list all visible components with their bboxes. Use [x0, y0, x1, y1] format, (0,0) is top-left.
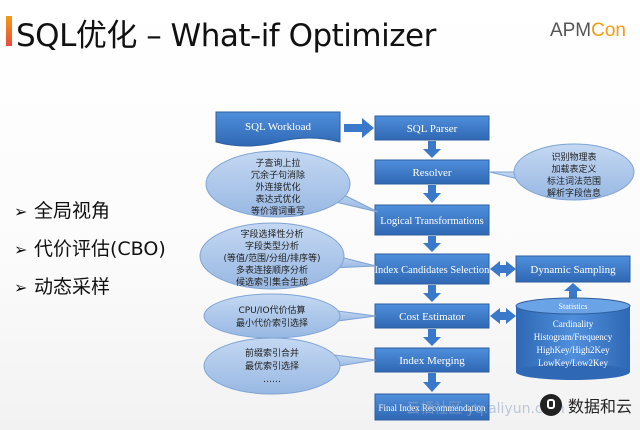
brand-badge: 数据和云 — [540, 393, 632, 417]
callout-merge-rules — [203, 337, 377, 395]
callout-text: 表达式优化 — [255, 193, 300, 205]
step-logical-transformations — [374, 204, 490, 236]
step-logical-transformations-label: Logical Transformations — [380, 216, 484, 227]
dynamic-sampling-box — [515, 255, 631, 283]
sql-workload-label: SQL Workload — [245, 121, 312, 133]
step-index-candidates-label: Index Candidates Selection — [375, 265, 491, 276]
callout-logical-rules — [205, 150, 379, 218]
statistics-title: Statistics — [559, 302, 588, 311]
callout-candidate-rules — [199, 222, 377, 290]
wechat-brand-icon — [540, 394, 562, 416]
callout-text: 标注词法范围 — [547, 175, 601, 187]
callout-cost-rules — [203, 293, 377, 339]
statistics-line: HighKey/High2Key — [537, 345, 610, 355]
statistics-line: LowKey/Low2Key — [538, 358, 608, 368]
callout-text: CPU/IO代价估算 — [238, 304, 305, 316]
callout-text: 子查询上拉 — [255, 157, 300, 169]
arrow-up-icon — [564, 283, 582, 298]
watermark-text: 云栖社区 yq.aliyun.com — [406, 401, 565, 417]
callout-text: 加载表定义 — [551, 163, 596, 175]
statistics-line: Cardinality — [553, 319, 594, 329]
step-resolver-label: Resolver — [412, 167, 451, 179]
bullet-item: ➢全局视角 — [14, 192, 194, 230]
step-final-recommendation-label: Final Index Recommendation — [379, 403, 486, 413]
arrow-bullet-icon: ➢ — [14, 202, 28, 221]
callout-text: 字段选择性分析 — [240, 228, 303, 240]
arrow-down-icon — [423, 141, 441, 158]
arrow-down-icon — [423, 236, 441, 252]
arrow-bullet-icon: ➢ — [14, 278, 28, 297]
statistics-line: Histogram/Frequency — [534, 332, 613, 342]
statistics-store — [515, 297, 631, 380]
dynamic-sampling-label: Dynamic Sampling — [530, 264, 616, 276]
step-sql-parser — [374, 115, 490, 141]
brand-label: 数据和云 — [568, 397, 633, 416]
arrow-down-icon — [423, 329, 441, 346]
arrow-bullet-icon: ➢ — [14, 240, 28, 259]
step-index-merging-label: Index Merging — [399, 355, 465, 367]
callout-text: 字段类型分析 — [245, 240, 299, 252]
title-accent-bar — [6, 16, 12, 46]
double-arrow-icon — [490, 261, 516, 277]
callout-text: 等价谓词重写 — [251, 205, 305, 217]
arrow-down-icon — [423, 285, 441, 302]
bullet-item: ➢代价评估(CBO) — [14, 230, 194, 268]
callout-text: 最优索引选择 — [245, 360, 299, 372]
step-cost-estimator — [374, 303, 490, 329]
callout-text: …… — [263, 375, 281, 385]
double-arrow-icon — [490, 308, 516, 324]
callout-text: 冗余子句消除 — [251, 169, 305, 181]
step-index-merging — [374, 347, 490, 373]
callout-text: 前缀索引合并 — [245, 347, 299, 359]
step-cost-estimator-label: Cost Estimator — [399, 311, 465, 323]
callout-text: 最小代价索引选择 — [236, 317, 308, 329]
callout-resolver-rules — [489, 143, 635, 201]
arrow-right-icon — [344, 118, 374, 138]
step-resolver — [374, 159, 490, 185]
arrow-down-icon — [423, 185, 441, 203]
callout-text: 候选索引集合生成 — [236, 276, 308, 288]
callout-text: 解析字段信息 — [547, 187, 601, 199]
sql-workload-shape — [215, 111, 341, 147]
callout-text: 多表连接顺序分析 — [236, 264, 308, 276]
callout-text: 识别物理表 — [551, 151, 596, 163]
step-index-candidates — [374, 253, 490, 285]
arrow-down-icon — [423, 373, 441, 392]
step-final-recommendation — [374, 393, 490, 421]
step-sql-parser-label: SQL Parser — [407, 123, 458, 135]
callout-text: (等值/范围/分组/排序等) — [223, 252, 320, 264]
bullet-item: ➢动态采样 — [14, 268, 194, 306]
apmcon-logo: APMCon — [549, 20, 626, 41]
slide-title: SQL优化 – What-if Optimizer — [16, 18, 436, 54]
callout-text: 外连接优化 — [255, 181, 300, 193]
bullet-list: ➢全局视角 ➢代价评估(CBO) ➢动态采样 — [14, 192, 194, 306]
